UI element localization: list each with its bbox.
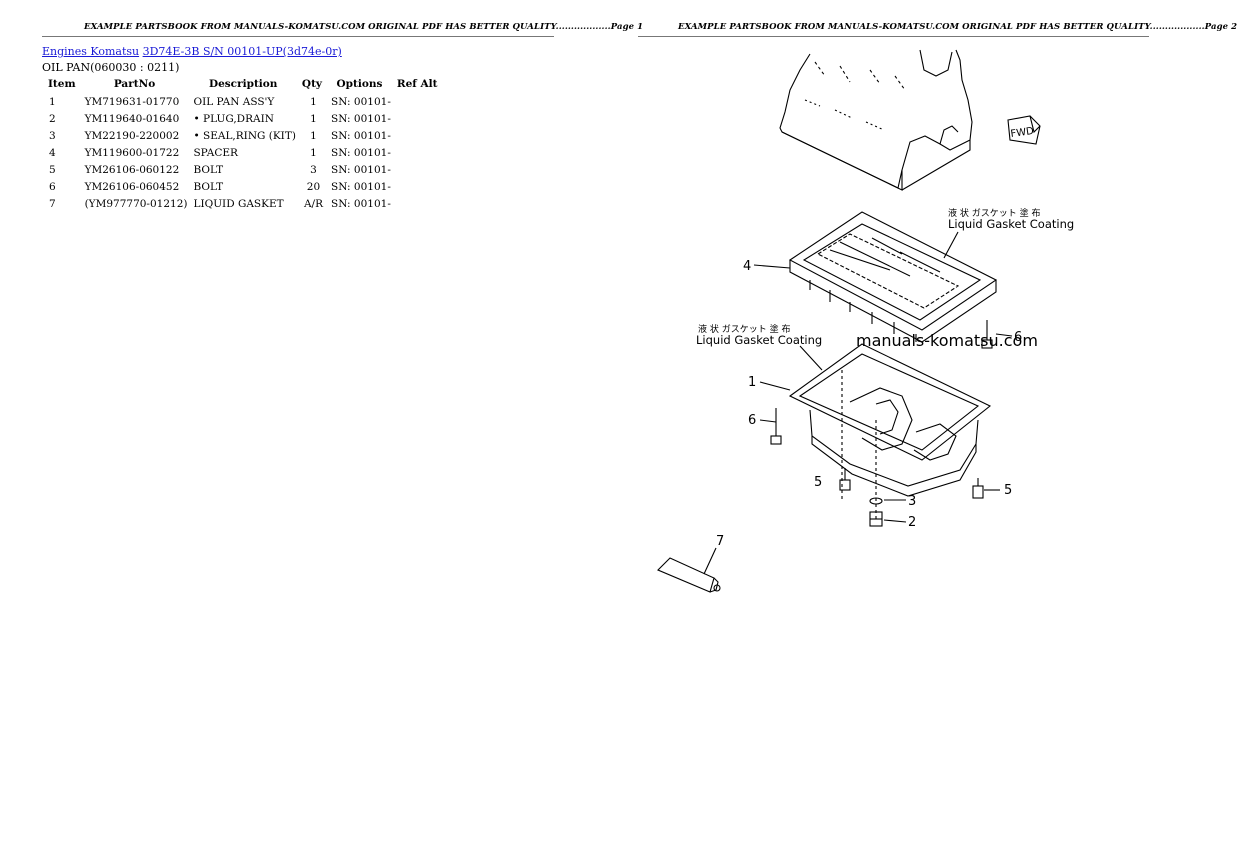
- cell-options: SN: 00101-: [331, 112, 391, 125]
- cell-ref-alt: [393, 110, 443, 127]
- callout-3: 3: [908, 494, 916, 509]
- bolt-5-left-drawing: [839, 468, 851, 491]
- exploded-parts-diagram: FWD 液 状 ガスケット 塗 布 Liquid Gasket Coating …: [657, 49, 1074, 593]
- cell-description: OIL PAN ASS'Y: [193, 95, 275, 108]
- cell-options: SN: 00101-: [331, 180, 391, 193]
- seal-ring-drawing: [869, 497, 883, 505]
- cell-item: 7: [49, 197, 56, 210]
- cell-item: 5: [49, 163, 56, 176]
- column-header-options: Options: [336, 77, 383, 90]
- page-header-left: EXAMPLE PARTSBOOK FROM MANUALS-KOMATSU.C…: [84, 22, 643, 32]
- cell-options: SN: 00101-: [331, 146, 391, 159]
- drain-plug-drawing: [869, 511, 883, 527]
- page-header-right: EXAMPLE PARTSBOOK FROM MANUALS-KOMATSU.C…: [678, 22, 1237, 32]
- table-row: 6 YM26106-060452 BOLT 20 SN: 00101-: [44, 178, 442, 195]
- section-title: OIL PAN(060030 : 0211): [42, 61, 180, 74]
- callout-1: 1: [748, 375, 756, 390]
- fwd-sign: FWD: [1007, 115, 1041, 145]
- bolt-6-left-drawing: [770, 408, 782, 445]
- breadcrumb: Engines Komatsu 3D74E-3B S/N 00101-UP(3d…: [42, 45, 342, 58]
- cell-partno: YM26106-060452: [84, 180, 180, 193]
- column-header-ref-alt: Ref Alt: [396, 77, 438, 90]
- header-rule-left: [42, 36, 554, 37]
- column-header-item: Item: [48, 77, 76, 90]
- cell-qty: 1: [310, 95, 317, 108]
- gasket-label-en-bottom: Liquid Gasket Coating: [696, 333, 822, 347]
- callout-4: 4: [743, 259, 751, 274]
- breadcrumb-link-engines[interactable]: Engines Komatsu: [42, 45, 140, 58]
- cell-qty: 20: [306, 180, 321, 193]
- cell-partno: YM119600-01722: [84, 146, 180, 159]
- table-row: 1 YM719631-01770 OIL PAN ASS'Y 1 SN: 001…: [44, 93, 442, 110]
- cell-partno: YM119640-01640: [84, 112, 180, 125]
- oil-pan-drawing: [788, 343, 992, 520]
- parts-table: Item PartNo Description Qty Options Ref …: [44, 76, 442, 212]
- cell-ref-alt: [393, 195, 443, 212]
- table-row: 3 YM22190-220002 • SEAL,RING (KIT) 1 SN:…: [44, 127, 442, 144]
- cell-qty: A/R: [303, 197, 323, 210]
- table-row: 7 (YM977770-01212) LIQUID GASKET A/R SN:…: [44, 195, 442, 212]
- table-row: 4 YM119600-01722 SPACER 1 SN: 00101-: [44, 144, 442, 161]
- gasket-label-jp-bottom: 液 状 ガスケット 塗 布: [698, 323, 790, 335]
- cell-options: SN: 00101-: [331, 129, 391, 142]
- table-row: 5 YM26106-060122 BOLT 3 SN: 00101-: [44, 161, 442, 178]
- cell-options: SN: 00101-: [331, 197, 391, 210]
- engine-block-drawing: [779, 49, 973, 191]
- liquid-gasket-tube-drawing: [657, 557, 721, 593]
- gasket-label-en-top: Liquid Gasket Coating: [948, 217, 1074, 231]
- bolt-5-right-drawing: [972, 478, 984, 499]
- cell-ref-alt: [393, 93, 443, 110]
- table-header-row: Item PartNo Description Qty Options Ref …: [44, 76, 442, 93]
- callout-5-left: 5: [814, 475, 822, 490]
- cell-description: LIQUID GASKET: [193, 197, 284, 210]
- bolt-6-upper-drawing: [981, 320, 993, 349]
- callout-2: 2: [908, 515, 916, 530]
- cell-description: SPACER: [193, 146, 238, 159]
- column-header-qty: Qty: [301, 77, 323, 90]
- cell-partno: YM719631-01770: [84, 95, 180, 108]
- callout-6-left: 6: [748, 413, 756, 428]
- cell-options: SN: 00101-: [331, 95, 391, 108]
- cell-item: 6: [49, 180, 56, 193]
- column-header-description: Description: [208, 77, 278, 90]
- spacer-drawing: [788, 211, 998, 343]
- callout-7: 7: [716, 534, 724, 549]
- cell-ref-alt: [393, 127, 443, 144]
- cell-ref-alt: [393, 161, 443, 178]
- cell-item: 3: [49, 129, 56, 142]
- cell-partno: (YM977770-01212): [84, 197, 188, 210]
- header-text-left: EXAMPLE PARTSBOOK FROM MANUALS-KOMATSU.C…: [84, 22, 644, 32]
- column-header-partno: PartNo: [113, 77, 156, 90]
- watermark: manuals-komatsu.com: [856, 331, 1038, 350]
- gasket-label-jp-top: 液 状 ガスケット 塗 布: [948, 207, 1040, 219]
- cell-item: 1: [49, 95, 56, 108]
- cell-options: SN: 00101-: [331, 163, 391, 176]
- header-text-right: EXAMPLE PARTSBOOK FROM MANUALS-KOMATSU.C…: [678, 22, 1237, 32]
- cell-qty: 1: [310, 146, 317, 159]
- header-rule-right: [638, 36, 1149, 37]
- cell-description: • SEAL,RING (KIT): [193, 129, 296, 142]
- cell-description: • PLUG,DRAIN: [193, 112, 274, 125]
- cell-item: 2: [49, 112, 56, 125]
- callout-5-right: 5: [1004, 483, 1012, 498]
- cell-qty: 3: [310, 163, 317, 176]
- cell-ref-alt: [393, 144, 443, 161]
- fwd-label: FWD: [1010, 126, 1035, 140]
- cell-description: BOLT: [193, 180, 224, 193]
- breadcrumb-link-model[interactable]: 3D74E-3B S/N 00101-UP(3d74e-0r): [142, 45, 342, 58]
- cell-partno: YM22190-220002: [84, 129, 180, 142]
- cell-qty: 1: [310, 112, 317, 125]
- cell-ref-alt: [393, 178, 443, 195]
- cell-partno: YM26106-060122: [84, 163, 180, 176]
- table-row: 2 YM119640-01640 • PLUG,DRAIN 1 SN: 0010…: [44, 110, 442, 127]
- cell-description: BOLT: [193, 163, 224, 176]
- cell-item: 4: [49, 146, 56, 159]
- callout-6-upper: 6: [1014, 330, 1022, 345]
- cell-qty: 1: [310, 129, 317, 142]
